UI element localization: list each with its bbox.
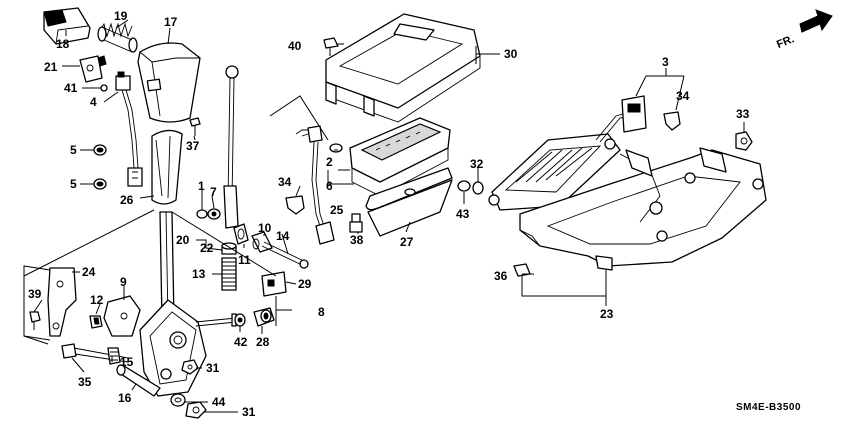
callout-31a: 31 [206,361,220,375]
callout-11: 11 [238,253,251,267]
screw-39[interactable] [29,311,41,330]
callout-42: 42 [234,335,248,349]
screw-40[interactable] [323,37,339,56]
callout-18: 18 [56,37,70,51]
callout-43: 43 [456,207,470,221]
leader-lines [23,19,745,413]
bushing-1[interactable] [196,209,208,219]
position-switch-3[interactable] [488,95,647,211]
bushing-7[interactable] [207,208,221,220]
callout-4: 4 [90,95,97,109]
pin-16[interactable] [116,364,161,397]
screw-41[interactable] [96,84,108,92]
washer-32[interactable] [472,181,484,195]
callout-15: 15 [120,355,134,369]
console-panel-30[interactable] [325,13,481,123]
spring-19[interactable] [97,22,138,53]
callout-34b: 34 [676,89,690,103]
control-rod[interactable] [223,65,239,229]
screw-37[interactable] [189,117,201,136]
nut-31b[interactable] [185,401,207,419]
knob-boot-26[interactable] [151,129,183,205]
callout-16: 16 [118,391,132,405]
callout-29: 29 [298,277,312,291]
callout-26: 26 [120,193,134,207]
indicator-bracket-21[interactable] [79,55,107,83]
callout-6: 6 [326,179,333,193]
callout-25: 25 [330,203,344,217]
callout-36: 36 [494,269,508,283]
callout-21: 21 [44,60,58,74]
callout-28: 28 [256,335,270,349]
shift-knob-17[interactable] [137,42,201,123]
callout-1: 1 [198,179,205,193]
bolt-36[interactable] [513,263,531,290]
callout-22: 22 [200,241,214,255]
spring-13[interactable] [221,257,237,291]
callout-19: 19 [114,9,128,23]
callout-40: 40 [288,39,302,53]
indicator-panel-25[interactable] [349,117,451,197]
clip-5a[interactable] [93,144,107,156]
callout-30: 30 [504,47,518,61]
spring-15[interactable] [107,347,121,365]
knob-button-18[interactable] [43,7,91,45]
callout-9: 9 [120,275,127,289]
bushing-11[interactable] [233,223,249,245]
plug-2[interactable] [329,143,343,153]
callout-34a: 34 [278,175,292,189]
callout-13: 13 [192,267,206,281]
callout-5b: 5 [70,177,77,191]
callout-24: 24 [82,265,96,279]
callout-32: 32 [470,157,484,171]
callout-37: 37 [186,139,200,153]
plate-9[interactable] [103,295,141,337]
callout-27: 27 [400,235,414,249]
callout-labels: 18 19 17 21 41 4 5 5 26 37 1 7 20 22 10 … [28,9,750,419]
bolt-12[interactable] [89,315,103,329]
cover-plate-27[interactable] [365,167,453,237]
callout-31b: 31 [242,405,256,419]
direction-label: FR. [775,33,796,51]
retainer-34a[interactable] [285,195,305,215]
callout-17: 17 [164,15,178,29]
callout-23: 23 [600,307,614,321]
callout-5a: 5 [70,143,77,157]
clip-34b[interactable] [663,111,681,131]
fr-arrow-icon [799,9,833,33]
nut-31a[interactable] [181,359,199,375]
callout-41: 41 [64,81,78,95]
washer-44[interactable] [170,393,186,407]
callout-20: 20 [176,233,190,247]
clip-5b[interactable] [93,178,107,190]
bushing-28[interactable] [253,307,275,327]
pin-14[interactable] [261,241,309,269]
callout-33: 33 [736,107,750,121]
nut-43[interactable] [457,180,471,192]
callout-2: 2 [326,155,333,169]
bulb-38[interactable] [349,213,363,233]
callout-14: 14 [276,229,290,243]
lever-bracket-24[interactable] [47,267,77,337]
callout-38: 38 [350,233,364,247]
callout-35: 35 [78,375,92,389]
callout-3: 3 [662,55,669,69]
diagram-code: SM4E-B3500 [736,402,801,413]
callout-39: 39 [28,287,42,301]
base-bracket-23[interactable] [519,147,767,271]
callout-44: 44 [212,395,226,409]
callout-10: 10 [258,221,272,235]
callout-7: 7 [210,185,217,199]
washer-42[interactable] [234,313,246,327]
clip-33[interactable] [735,131,753,151]
collar-10[interactable] [251,231,273,253]
indicator-harness-6[interactable] [295,125,335,245]
callout-12: 12 [90,293,104,307]
callout-8: 8 [318,305,325,319]
cap-22[interactable] [221,242,237,255]
block-29[interactable] [261,271,287,297]
harness-4[interactable] [115,71,143,187]
